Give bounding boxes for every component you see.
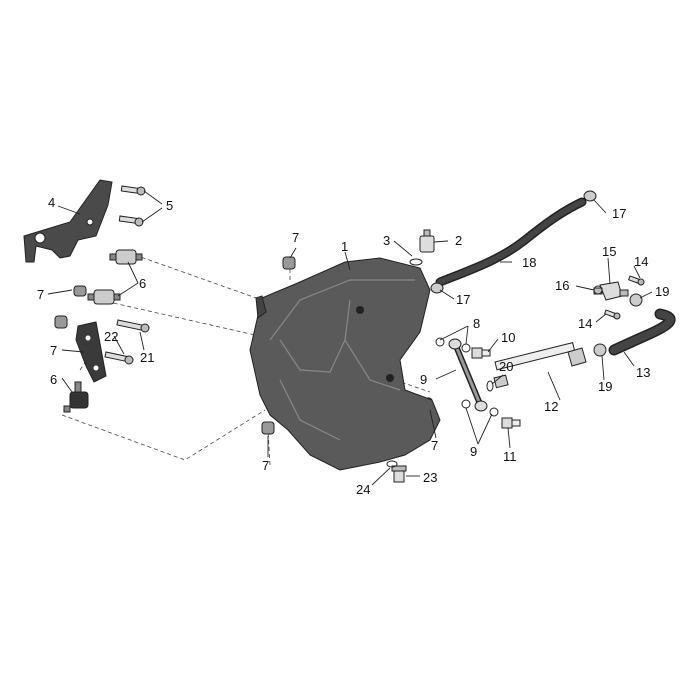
callout-9-b: 9 <box>470 444 477 459</box>
callout-3: 3 <box>383 233 390 248</box>
washer-part-9-a <box>435 337 445 347</box>
union-fitting-part-15 <box>593 281 629 301</box>
callout-7-a: 7 <box>292 230 299 245</box>
callout-18: 18 <box>522 255 536 270</box>
callout-2: 2 <box>455 233 462 248</box>
screw-part-14-a <box>627 275 645 286</box>
callout-9-a: 8 <box>473 316 480 331</box>
callout-1: 1 <box>341 239 348 254</box>
fitting-part-12 <box>493 342 587 389</box>
grommet-part-7-a <box>282 256 296 270</box>
bolt-part-21 <box>116 319 150 333</box>
callout-6-a: 6 <box>139 276 146 291</box>
callout-13: 13 <box>636 365 650 380</box>
callout-19-b: 19 <box>598 379 612 394</box>
callout-24: 24 <box>356 482 370 497</box>
callout-10: 9 <box>420 372 427 387</box>
callout-5: 5 <box>166 198 173 213</box>
callout-11-a: 10 <box>501 330 515 345</box>
washer-part-9-c <box>461 399 471 409</box>
pipe-part-10 <box>448 338 488 412</box>
callout-19-a: 19 <box>655 284 669 299</box>
grommet-part-7-b <box>73 285 87 297</box>
callout-7-c: 7 <box>262 458 269 473</box>
callout-21: 21 <box>140 350 154 365</box>
callout-labels: 4 5 7 1 3 2 6 7 17 18 17 15 14 16 19 14 … <box>37 195 669 497</box>
hose-part-13 <box>608 308 676 356</box>
washer-part-24 <box>386 460 398 468</box>
hose-clamp-part-17-b <box>430 282 444 294</box>
rubber-mount-part-6-lower <box>63 381 89 413</box>
callout-6-b: 6 <box>50 372 57 387</box>
callout-23: 23 <box>423 470 437 485</box>
o-ring-part-3 <box>409 258 423 266</box>
bolts-part-5 <box>118 185 146 227</box>
screw-part-14-b <box>603 309 621 320</box>
callout-leader-lines <box>47 190 653 486</box>
callout-14-b: 14 <box>578 316 592 331</box>
drain-bolt-part-23 <box>391 465 407 483</box>
bolt-part-22 <box>104 351 134 365</box>
callout-17-b: 17 <box>456 292 470 307</box>
washer-part-9-d <box>489 407 499 417</box>
rubber-mount-part-6-middle <box>87 289 121 305</box>
callout-15: 15 <box>602 244 616 259</box>
bracket-part-4 <box>23 179 113 263</box>
callout-12: 12 <box>544 399 558 414</box>
callout-8: 7 <box>50 343 57 358</box>
callout-7-b: 7 <box>37 287 44 302</box>
callout-16: 16 <box>555 278 569 293</box>
callout-20: 20 <box>499 359 513 374</box>
grommet-part-7-c <box>54 315 68 329</box>
plate-part-8 <box>75 321 107 383</box>
clamp-part-19-a <box>629 293 643 307</box>
banjo-bolt-part-11-a <box>471 347 491 359</box>
hose-part-18 <box>435 197 587 287</box>
o-ring-part-20 <box>486 380 494 392</box>
filler-cap-part-2 <box>419 229 435 253</box>
callout-11-b: 11 <box>503 449 517 464</box>
callout-4: 4 <box>48 195 55 210</box>
oil-tank-part-1 <box>249 257 441 471</box>
callout-22: 22 <box>104 329 118 344</box>
callout-7-d: 7 <box>431 438 438 453</box>
callout-17-a: 17 <box>612 206 626 221</box>
clamp-part-19-b <box>593 343 607 357</box>
banjo-bolt-part-11-b <box>501 417 521 429</box>
callout-14-a: 14 <box>634 254 648 269</box>
washer-part-9-b <box>461 343 471 353</box>
hose-clamp-part-17-a <box>583 190 597 202</box>
rubber-mount-part-6-upper <box>109 249 143 265</box>
grommet-part-7-d <box>261 421 275 435</box>
